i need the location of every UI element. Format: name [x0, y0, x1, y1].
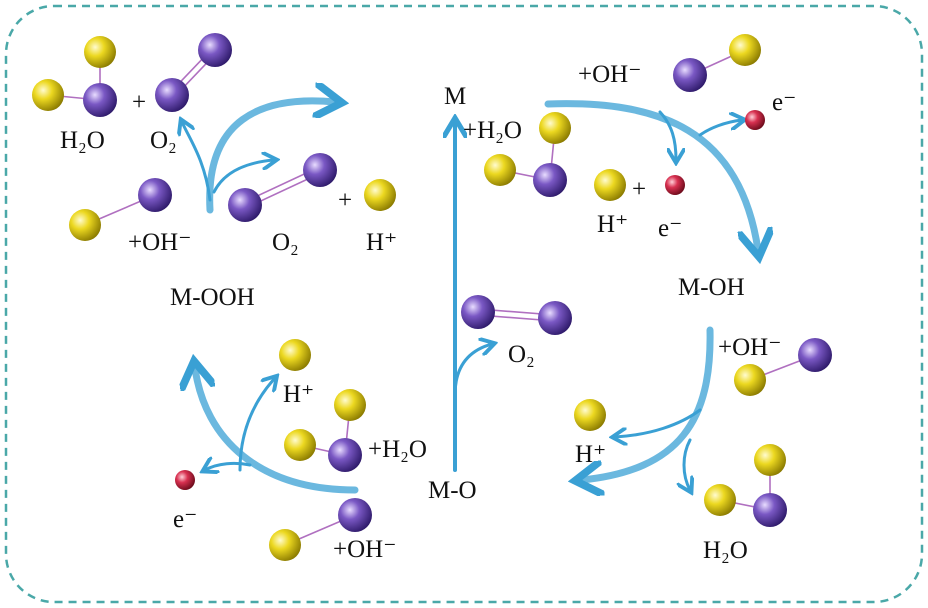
- hydrogen-atom: [734, 364, 766, 396]
- dashed-border: [4, 4, 924, 604]
- labels: H₂O + O₂ +OH⁻ O₂ + H⁺ M-OOH M +H₂O O₂ M-…: [60, 61, 796, 564]
- atoms: [32, 33, 832, 561]
- arrow-small-tr-down: [658, 110, 676, 160]
- hydrogen-atom: [69, 209, 101, 241]
- hydrogen-atom: [574, 399, 606, 431]
- electron: [175, 470, 195, 490]
- label-oh: +OH⁻: [578, 61, 641, 88]
- hydrogen-atom: [594, 169, 626, 201]
- oxygen-atom: [303, 153, 337, 187]
- label-oh: +OH⁻: [718, 334, 781, 361]
- hydrogen-atom: [269, 529, 301, 561]
- oxygen-atom: [533, 163, 567, 197]
- arrow-small-tl-o2: [182, 122, 212, 202]
- label-electron: e⁻: [173, 506, 197, 533]
- label-plus: +: [132, 89, 146, 116]
- arrow-small-br-h2o: [684, 438, 690, 490]
- label-m-o: M-O: [428, 477, 477, 504]
- label-plus: +: [338, 187, 352, 214]
- label-m-ooh: M-OOH: [170, 284, 255, 311]
- label-h2o: +H₂O: [368, 436, 427, 463]
- label-electron: e⁻: [772, 89, 796, 116]
- hydrogen-atom: [284, 429, 316, 461]
- label-h-plus: H⁺: [283, 381, 314, 408]
- label-m: M: [444, 83, 466, 110]
- oxygen-atom: [228, 188, 262, 222]
- hydrogen-atom: [364, 179, 396, 211]
- arrow-small-tl-o2b: [212, 160, 274, 194]
- hydrogen-atom: [279, 339, 311, 371]
- oxygen-atom: [538, 301, 572, 335]
- label-plus: +: [632, 176, 646, 203]
- hydrogen-atom: [704, 484, 736, 516]
- arrow-small-tr-e: [698, 120, 742, 137]
- arrow-big-br: [582, 326, 714, 480]
- oxygen-atom: [461, 295, 495, 329]
- arrow-center-o2: [453, 344, 492, 397]
- arrow-small-br-h: [615, 408, 702, 437]
- label-h2o: H₂O: [60, 127, 105, 154]
- hydrogen-atom: [32, 79, 64, 111]
- oxygen-atom: [198, 33, 232, 67]
- arrow-big-bl: [195, 368, 359, 494]
- label-o2: O₂: [150, 127, 177, 154]
- label-h2o: H₂O: [703, 537, 748, 564]
- label-h-plus: H⁺: [366, 229, 397, 256]
- arrow-big-tr: [544, 100, 758, 250]
- label-oh: +OH⁻: [333, 536, 396, 563]
- label-m-oh: M-OH: [678, 274, 745, 301]
- oxygen-atom: [155, 78, 189, 112]
- arrow-small-bl-e: [205, 463, 252, 470]
- oxygen-atom: [673, 58, 707, 92]
- hydrogen-atom: [484, 154, 516, 186]
- oxygen-atom: [328, 438, 362, 472]
- hydrogen-atom: [729, 34, 761, 66]
- hydrogen-atom: [334, 389, 366, 421]
- electron: [665, 175, 685, 195]
- arrow-big-tl: [206, 101, 335, 214]
- electron: [745, 110, 765, 130]
- oxygen-atom: [753, 493, 787, 527]
- hydrogen-atom: [539, 112, 571, 144]
- label-h-plus: H⁺: [575, 441, 606, 468]
- reaction-arrows: [182, 101, 758, 490]
- oxygen-atom: [798, 338, 832, 372]
- label-oh: +OH⁻: [128, 229, 191, 256]
- label-h2o: +H₂O: [463, 117, 522, 144]
- hydrogen-atom: [754, 444, 786, 476]
- oxygen-atom: [338, 498, 372, 532]
- hydrogen-atom: [84, 36, 116, 68]
- label-o2: O₂: [508, 341, 535, 368]
- oxygen-atom: [138, 178, 172, 212]
- label-electron: e⁻: [658, 215, 682, 242]
- arrow-small-bl-h: [238, 378, 275, 472]
- label-h-plus: H⁺: [597, 211, 628, 238]
- oxygen-atom: [83, 83, 117, 117]
- label-o2: O₂: [272, 229, 299, 256]
